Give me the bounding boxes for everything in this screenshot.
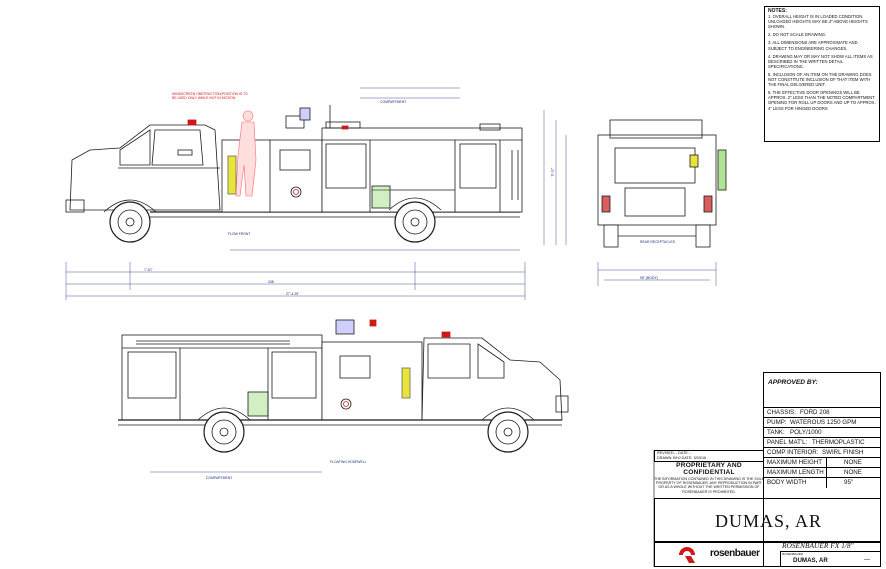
sheet-mark: — (864, 557, 870, 563)
proprietary-block: PROPRIETARY AND CONFIDENTIAL THE INFORMA… (654, 462, 764, 498)
note-1: 1. OVERALL HEIGHT IS IN LOADED CONDITION… (768, 14, 868, 30)
spec-row: PUMP: WATEROUS 1250 GPM (764, 417, 880, 428)
windscreen-note: WINDSCREEN OBSTRUCTION/POSITION IS TO BE… (172, 92, 248, 100)
revision-block: REVISED: - DATE: - DRAWN: BHJ DATE: 3/03… (654, 450, 764, 462)
notes-box: NOTES: 1. OVERALL HEIGHT IS IN LOADED CO… (764, 6, 880, 142)
rosenbauer-logo-text: rosenbauer (710, 548, 760, 559)
note-2: 2. DO NOT SCALE DRAWING. (768, 32, 827, 38)
title-block-specs: APPROVED BY: CHASSIS: FORD 208 PUMP: WAT… (763, 372, 881, 567)
compartment-label-top: COMPARTMENT (380, 100, 407, 104)
note-6: 6. THE EFFECTIVE DOOR OPENINGS WILL BE A… (768, 90, 876, 111)
overall-length-dim: 27'-4.25" (286, 292, 300, 296)
revision-line: REVISED: - DATE: - (657, 451, 692, 455)
city-title: DUMAS, AR (715, 511, 823, 531)
proprietary-title: PROPRIETARY AND CONFIDENTIAL (676, 462, 742, 476)
notes-heading: NOTES: (768, 8, 787, 14)
firefighter-figure (235, 110, 257, 197)
height-dim: 9'-10" (550, 167, 555, 177)
model-label: ROSENBAUER FX 1/8" (782, 541, 854, 550)
proprietary-text: THE INFORMATION CONTAINED IN THIS DRAWIN… (654, 477, 765, 494)
drawn-line: DRAWN: BHJ DATE: 3/03/16 (657, 455, 707, 460)
spec-row: TANK: POLY/1000 (764, 427, 880, 438)
floating-hosewell-label: FLOATING HOSEWELL (330, 460, 367, 464)
side-view-bottom (118, 319, 569, 453)
spec-row: CHASSIS: FORD 208 (764, 407, 880, 418)
compartment-label-bottom: COMPARTMENT (206, 476, 233, 480)
note-3: 3. ALL DIMENSIONS ARE APPROXIMATE AND SU… (768, 40, 858, 51)
city-box: DUMAS, AR (654, 498, 881, 542)
rear-view (597, 119, 727, 248)
body-width-dim: 95" (BODY) (640, 276, 658, 280)
rear-receptacles-label: REAR RECEPTACLES (640, 240, 675, 244)
note-4: 4. DRAWING MAY OR MAY NOT SHOW ALL ITEMS… (768, 53, 873, 69)
approved-by-label: APPROVED BY: (768, 379, 818, 386)
customer-box (780, 551, 881, 567)
dimension-lines (65, 87, 717, 473)
customer-label: ROSENBAUER (782, 552, 804, 556)
rosenbauer-logo-icon (679, 547, 695, 563)
spec-row: PANEL MAT'L: THERMOPLASTIC (764, 437, 880, 448)
customer-name: DUMAS, AR (793, 557, 828, 564)
flow-front-label: FLOW FRONT (228, 232, 251, 236)
side-view-top (65, 105, 523, 243)
wheelbase-dim: 208 (268, 280, 274, 284)
note-5: 5. INCLUSION OF AN ITEM ON THE DRAWING D… (768, 71, 872, 88)
logo-box: rosenbauer ROSENBAUER FX 1/8" ROSENBAUER… (654, 541, 881, 567)
spec-row: COMP INTERIOR: SWIRL FINISH (764, 447, 880, 458)
front-dim: 7'-10" (144, 268, 153, 272)
